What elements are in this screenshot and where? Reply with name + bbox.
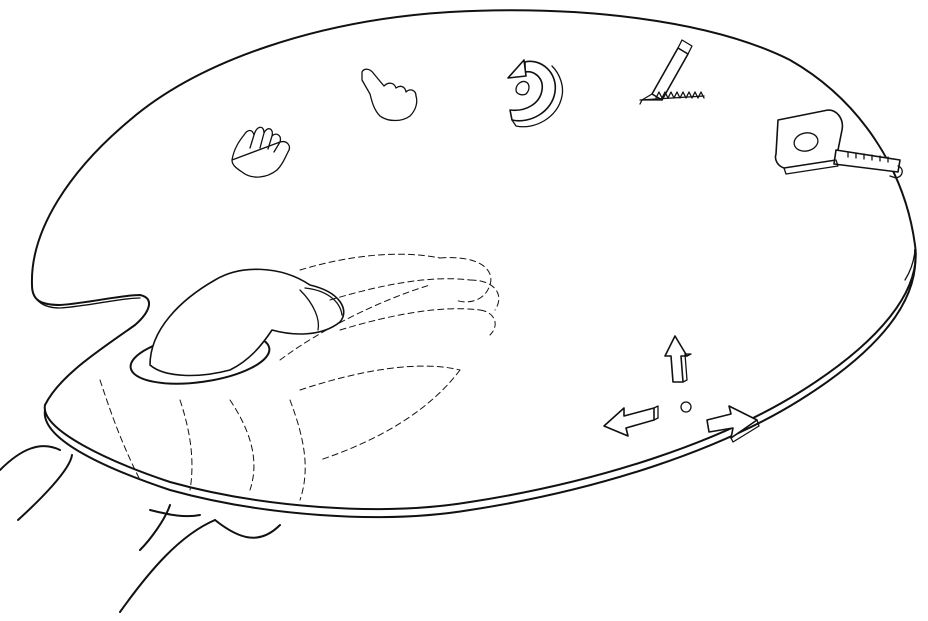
pointing-hand-icon bbox=[362, 69, 417, 120]
right-arrow-icon bbox=[707, 406, 759, 442]
up-arrow-icon bbox=[665, 336, 691, 382]
rotate-icon bbox=[508, 60, 563, 127]
open-hand-icon bbox=[232, 127, 289, 177]
pencil-icon bbox=[640, 40, 704, 104]
tape-measure-icon bbox=[775, 110, 902, 178]
palette-board bbox=[32, 10, 916, 517]
center-dot bbox=[681, 402, 691, 412]
left-arrow-icon bbox=[604, 406, 658, 436]
thumb-in-hole bbox=[127, 269, 343, 391]
